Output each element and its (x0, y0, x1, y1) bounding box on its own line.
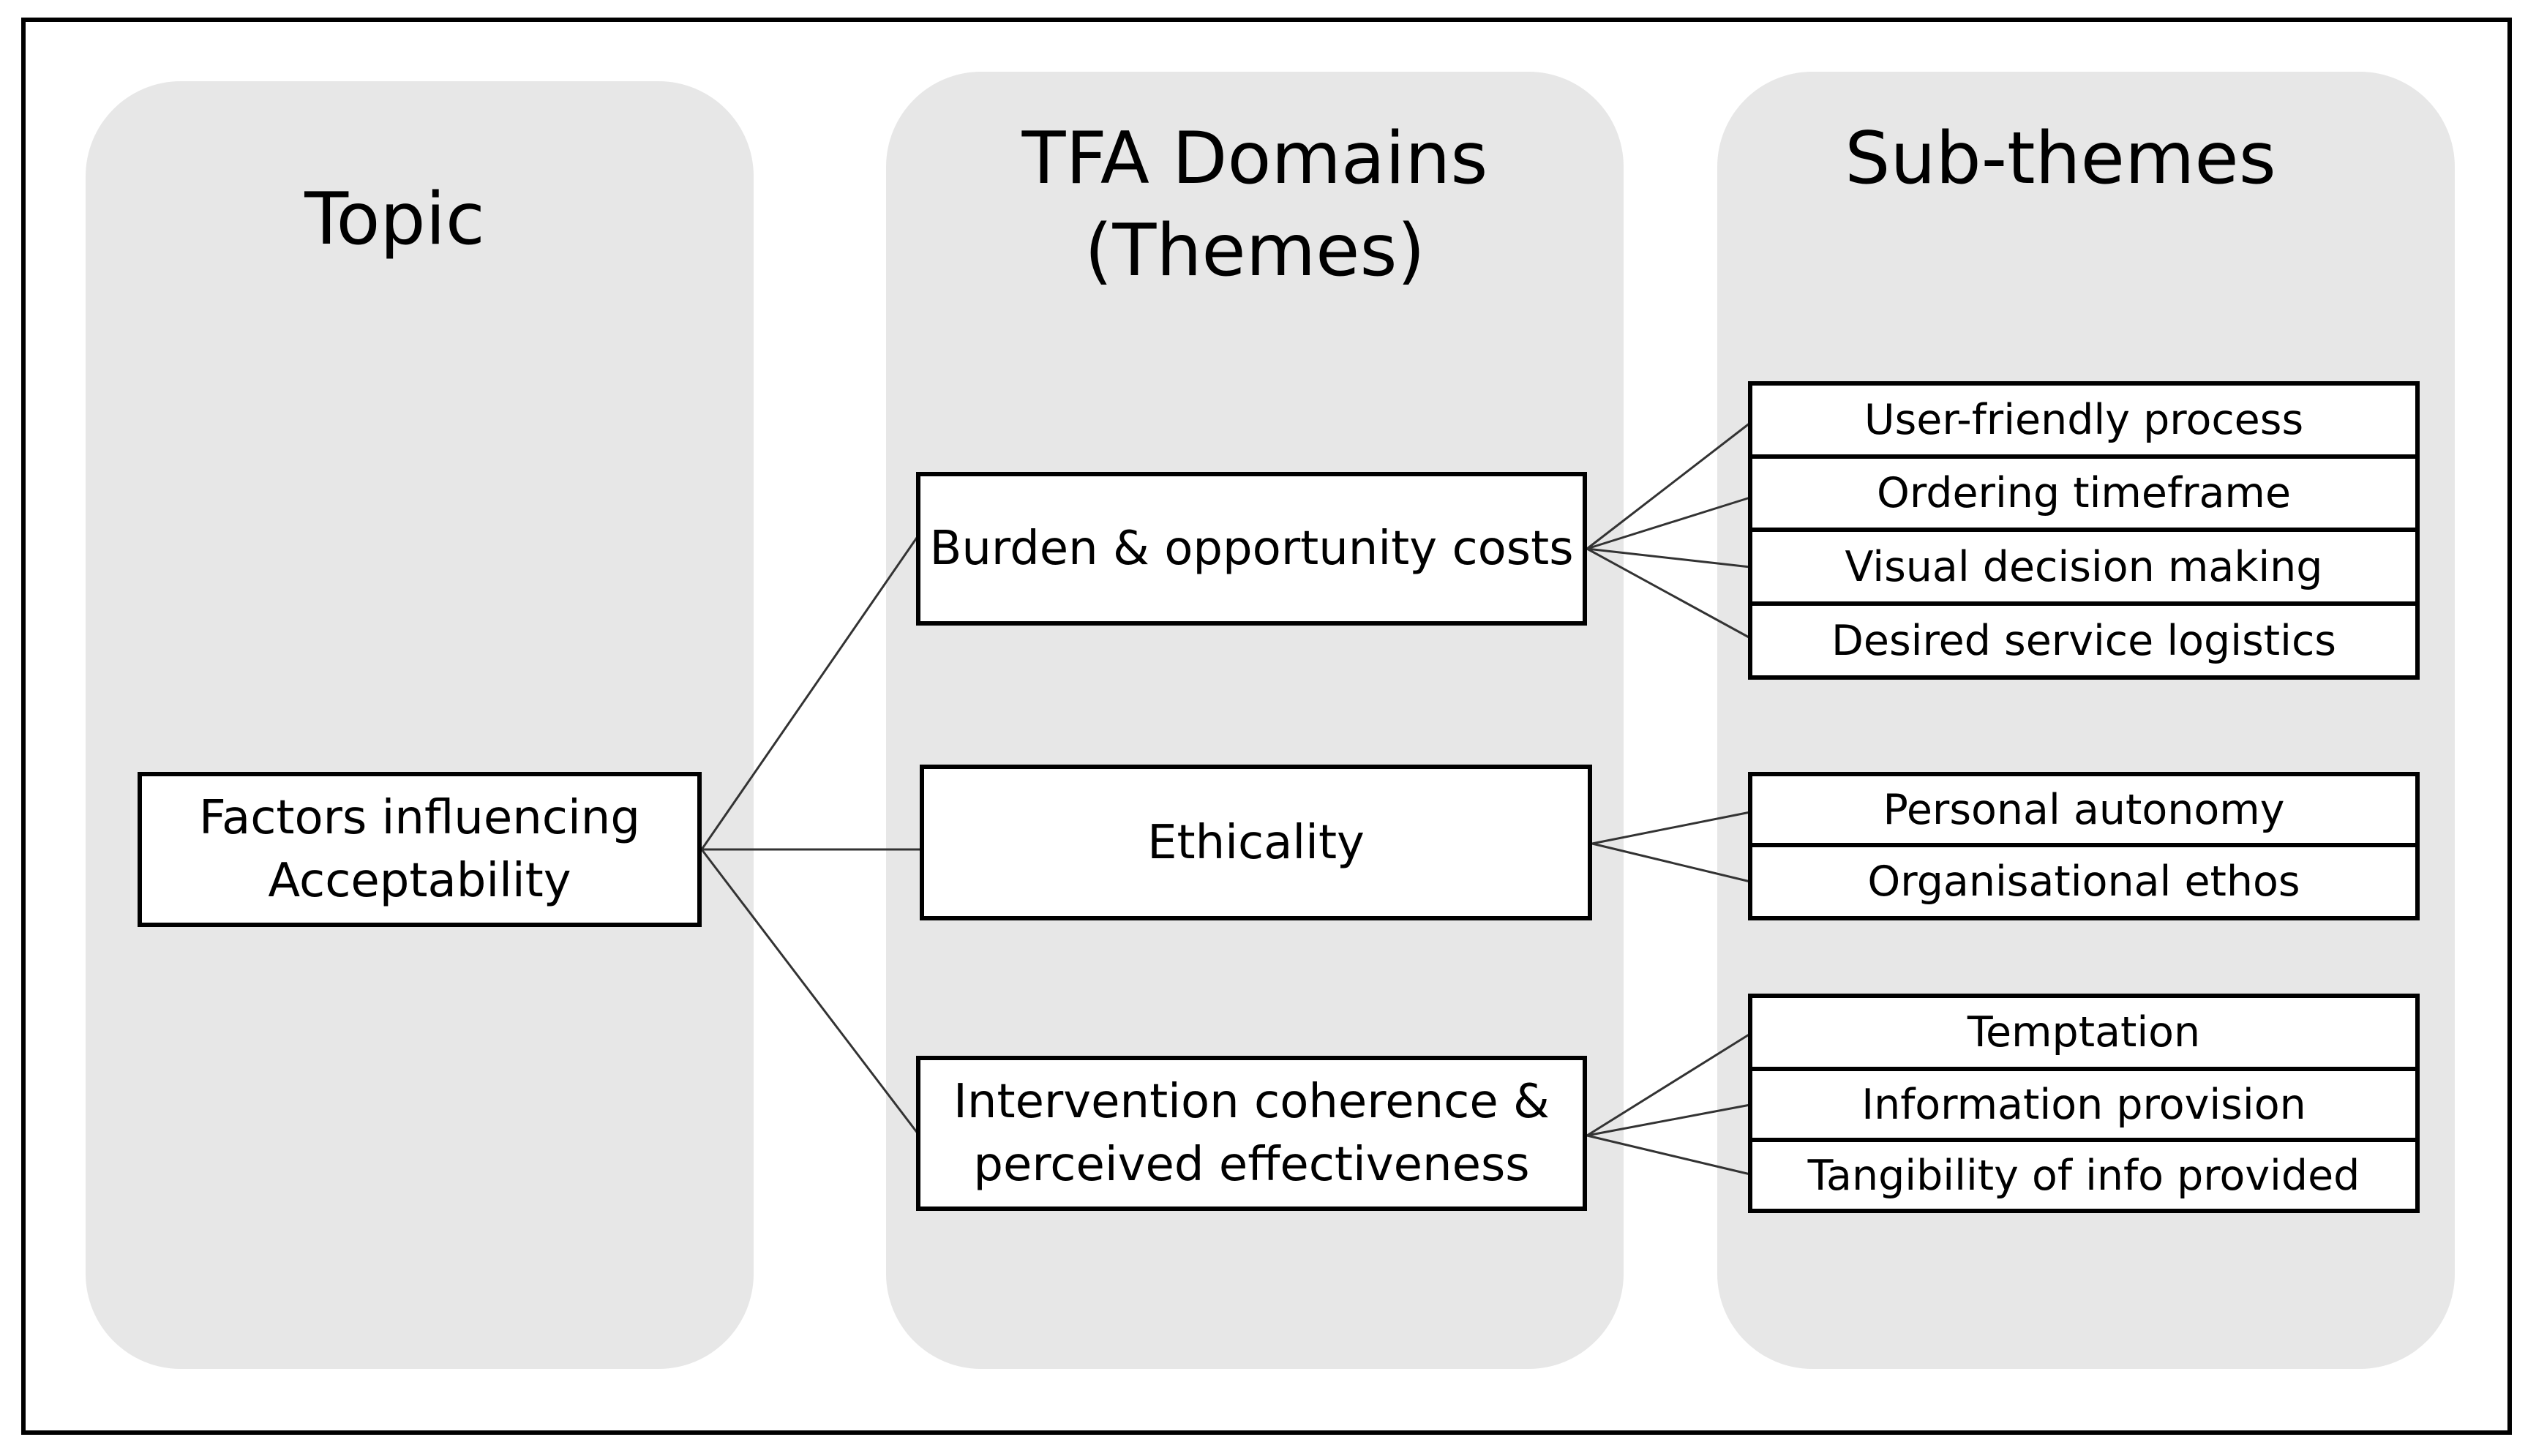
domain-burden-label: Burden & opportunity costs (929, 522, 1574, 576)
connector-burden-sub3 (1586, 547, 1751, 568)
subtheme-box: User-friendly process (1748, 381, 2420, 459)
connector-topic-burden (700, 535, 920, 850)
topic-box-line1: Factors influencing (199, 791, 640, 845)
subtheme-label: Temptation (1967, 1008, 2201, 1057)
connector-coherence-sub2 (1586, 1103, 1751, 1137)
subtheme-label: Personal autonomy (1883, 785, 2285, 834)
subtheme-box: Information provision (1748, 1067, 2420, 1142)
connector-ethicality-sub1 (1591, 811, 1751, 845)
subtheme-label: Organisational ethos (1867, 858, 2300, 906)
domain-ethicality-label: Ethicality (1147, 815, 1365, 870)
subtheme-box: Visual decision making (1748, 528, 2420, 606)
connector-coherence-sub3 (1586, 1134, 1751, 1176)
subtheme-label: Ordering timeframe (1876, 469, 2292, 517)
subtheme-label: Tangibility of info provided (1807, 1151, 2360, 1200)
connector-burden-sub4 (1586, 547, 1751, 639)
subtheme-box: Organisational ethos (1748, 843, 2420, 920)
subtheme-box: Temptation (1748, 994, 2420, 1071)
connector-burden-sub1 (1586, 421, 1751, 550)
subtheme-label: Desired service logistics (1831, 616, 2336, 665)
connector-ethicality-sub2 (1591, 842, 1751, 883)
domains-title-line1: TFA Domains (1021, 117, 1488, 200)
subtheme-label: User-friendly process (1864, 396, 2304, 444)
domain-coherence-line2: perceived effectiveness (973, 1138, 1530, 1192)
connector-burden-sub2 (1586, 496, 1751, 550)
topic-panel (86, 81, 754, 1369)
subtheme-box: Desired service logistics (1748, 601, 2420, 680)
domain-coherence-line1: Intervention coherence & (953, 1075, 1550, 1129)
topic-box: Factors influencing Acceptability (138, 772, 702, 927)
subtheme-box: Ordering timeframe (1748, 454, 2420, 532)
subthemes-column-title: Sub-themes (1845, 117, 2276, 200)
domain-box-ethicality: Ethicality (920, 765, 1592, 920)
connector-topic-coherence (700, 849, 920, 1135)
topic-box-line2: Acceptability (268, 854, 571, 908)
subtheme-label: Visual decision making (1845, 542, 2323, 591)
domains-title-line2: (Themes) (1084, 209, 1425, 293)
subtheme-box: Personal autonomy (1748, 772, 2420, 847)
subtheme-label: Information provision (1861, 1080, 2306, 1129)
topic-column-title: Topic (304, 178, 485, 261)
connector-coherence-sub1 (1586, 1032, 1751, 1137)
domains-column-title: TFA Domains (Themes) (886, 113, 1624, 297)
domain-box-burden: Burden & opportunity costs (916, 472, 1587, 626)
figure-frame (21, 18, 2512, 1435)
domain-box-coherence: Intervention coherence & perceived effec… (916, 1056, 1587, 1211)
subtheme-box: Tangibility of info provided (1748, 1138, 2420, 1213)
